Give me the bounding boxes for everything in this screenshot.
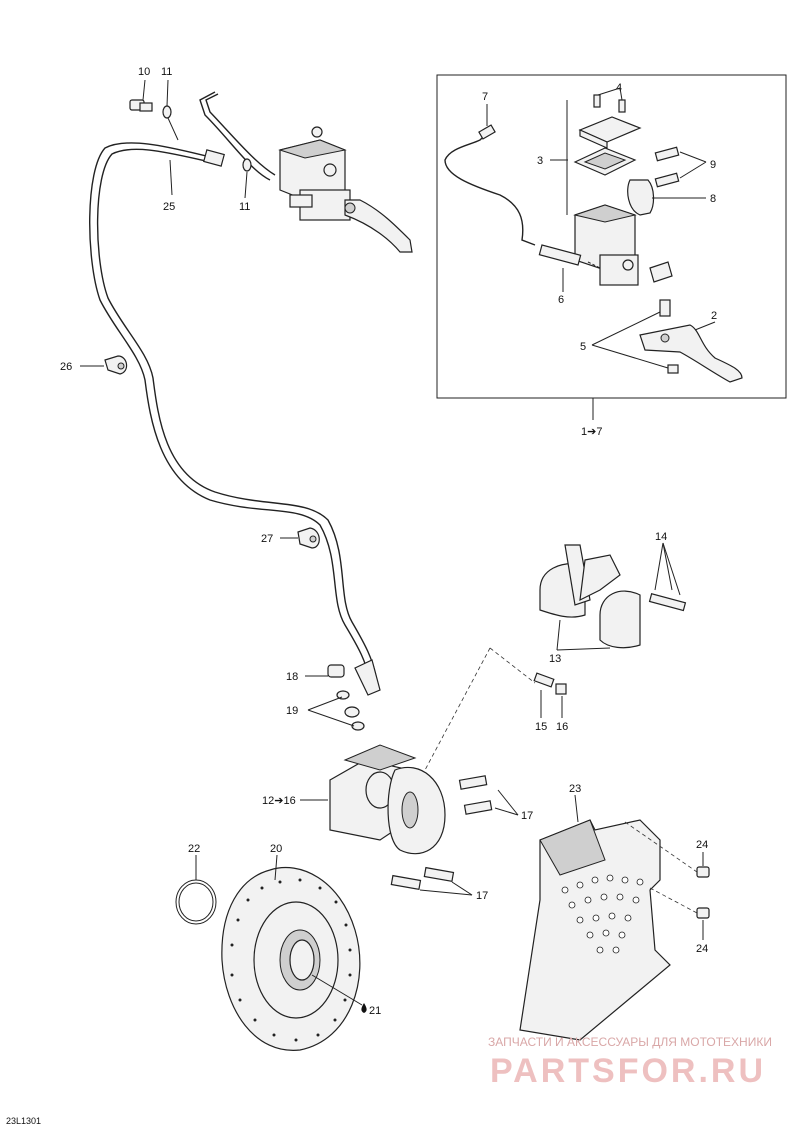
callout-23: 23	[569, 783, 581, 795]
brake-pads	[539, 542, 687, 651]
callout-10: 10	[138, 66, 150, 78]
callout-21: 21	[369, 1005, 381, 1017]
callout-11b: 11	[239, 201, 250, 213]
callout-15: 15	[535, 721, 547, 733]
callout-25: 25	[163, 201, 175, 213]
brake-line-upper	[199, 91, 271, 181]
hose-clamp-26	[104, 355, 128, 375]
callout-6: 6	[558, 294, 564, 306]
callout-20: 20	[270, 843, 282, 855]
callout-labels: 10 11 25 11 26 27 7 4 3 9 8 6 2 5 1➔7 14…	[60, 66, 717, 1017]
washer-11a	[162, 105, 172, 119]
callout-26: 26	[60, 361, 72, 373]
callout-3: 3	[537, 155, 543, 167]
callout-8: 8	[710, 193, 716, 205]
watermark-brand: PARTSFOR.RU	[490, 1052, 766, 1090]
banjo-bolt-10	[129, 99, 153, 112]
callout-17a: 17	[521, 810, 533, 822]
brake-disc	[175, 854, 363, 1051]
callout-16: 16	[556, 721, 568, 733]
brake-guard	[519, 794, 710, 1041]
callout-13: 13	[549, 653, 561, 665]
watermark-caption: ЗАПЧАСТИ И АКСЕССУАРЫ ДЛЯ МОТОТЕХНИКИ	[488, 1035, 772, 1049]
o-ring-22	[175, 879, 217, 925]
callout-24a: 24	[696, 839, 708, 851]
callout-9: 9	[710, 159, 716, 171]
callout-14: 14	[655, 531, 667, 543]
callout-19: 19	[286, 705, 298, 717]
brake-hose-25	[89, 142, 371, 681]
callout-24b: 24	[696, 943, 708, 955]
watermark: ЗАПЧАСТИ И АКСЕССУАРЫ ДЛЯ МОТОТЕХНИКИ PA…	[488, 1035, 772, 1090]
callout-17b: 17	[476, 890, 488, 902]
exploded-view-box	[436, 74, 787, 420]
callout-27: 27	[261, 533, 273, 545]
callout-1-to-7: 1➔7	[581, 426, 602, 438]
master-cylinder-body	[278, 126, 413, 253]
lubricant-drop-icon	[361, 1003, 367, 1013]
caliper-assembly	[300, 647, 567, 896]
callout-18: 18	[286, 671, 298, 683]
washer-11b	[242, 158, 252, 172]
callout-2: 2	[711, 310, 717, 322]
callout-11a: 11	[161, 66, 172, 78]
master-cylinder-assembly	[89, 79, 413, 681]
callout-4: 4	[616, 82, 622, 94]
callout-5: 5	[580, 341, 586, 353]
callout-12-to-16: 12➔16	[262, 795, 296, 807]
callout-22: 22	[188, 843, 200, 855]
callout-7: 7	[482, 91, 488, 103]
figure-code: 23L1301	[6, 1116, 41, 1126]
hose-clamp-27	[297, 527, 320, 549]
